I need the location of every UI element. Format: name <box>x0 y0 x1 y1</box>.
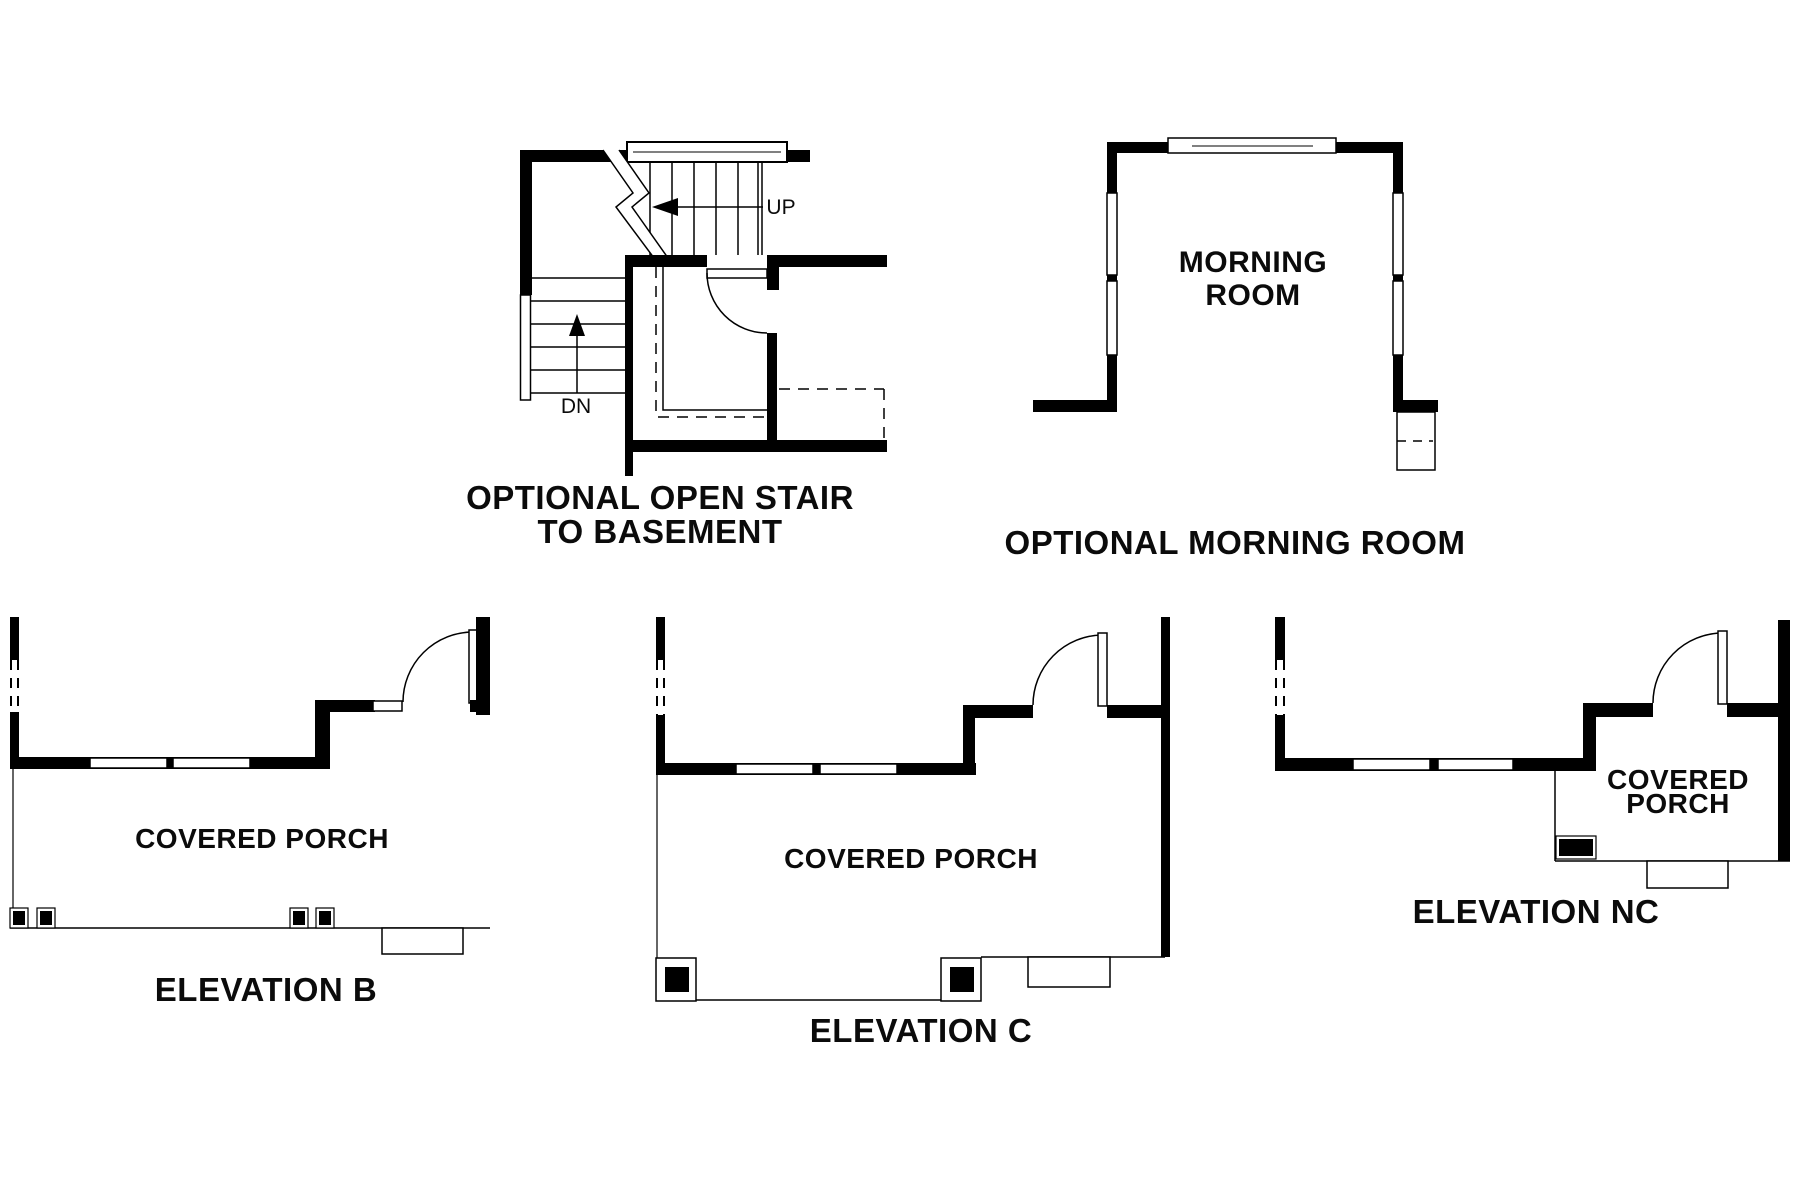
door-leaf <box>1097 632 1108 707</box>
wall-segment <box>1107 705 1170 718</box>
morning-room-label-line2: ROOM <box>1205 279 1301 312</box>
porch-posts <box>655 957 982 1002</box>
wall-segment <box>1393 400 1438 412</box>
break-line <box>602 149 655 259</box>
window <box>735 763 814 775</box>
stair-opening-edge <box>662 267 767 411</box>
wall-segment <box>963 707 975 775</box>
window <box>1437 758 1514 771</box>
wall-segment <box>656 617 665 660</box>
wall-segment <box>1033 400 1117 412</box>
wall-segment <box>315 700 375 712</box>
up-arrow-icon <box>652 198 678 216</box>
window <box>1352 758 1431 771</box>
wall-segment <box>520 150 532 295</box>
wall-segment <box>767 255 779 290</box>
window <box>1392 280 1404 356</box>
porch-posts <box>9 907 335 929</box>
window <box>1106 192 1118 276</box>
wall-segment <box>10 617 19 660</box>
wall-segment <box>1107 355 1117 412</box>
break-line <box>618 149 669 259</box>
elevation-c-caption: ELEVATION C <box>809 1012 1033 1049</box>
door-leaf <box>706 268 768 279</box>
wall-segment <box>656 763 976 775</box>
window <box>172 757 251 769</box>
wall-segment <box>625 255 707 267</box>
window <box>1392 192 1404 276</box>
door-swing-arc <box>706 272 768 334</box>
open-stair-plan <box>519 141 887 476</box>
morning-room-label-line1: MORNING <box>1178 246 1328 279</box>
elevation-nc-caption: ELEVATION NC <box>1412 893 1660 930</box>
wall-segment <box>1107 275 1117 281</box>
morning-room-caption: OPTIONAL MORNING ROOM <box>1004 524 1466 561</box>
wall-segment <box>10 757 330 769</box>
wall-segment <box>1393 142 1403 193</box>
open-stair-caption-line1: OPTIONAL OPEN STAIR <box>466 479 854 516</box>
wall-segment <box>767 255 887 267</box>
morning-room-plan <box>1033 137 1438 471</box>
wall-segment <box>1107 142 1117 193</box>
elevation-c-porch-label: COVERED PORCH <box>784 843 1038 874</box>
window <box>372 700 403 712</box>
door-swing-arc <box>402 631 474 703</box>
elevation-b-plan <box>9 617 490 955</box>
elevation-nc-plan <box>1275 617 1790 889</box>
wall-segment <box>1583 703 1596 771</box>
wall-segment <box>625 440 887 452</box>
wall-segment <box>1393 275 1403 281</box>
wall-segment <box>476 617 490 715</box>
wall-segment <box>1275 715 1285 760</box>
window <box>819 763 898 775</box>
open-stair-caption-line2: TO BASEMENT <box>537 513 783 550</box>
wall-segment <box>1275 617 1285 660</box>
stair-rail <box>519 294 532 401</box>
post-marker <box>1559 839 1593 856</box>
elevation-nc-porch-label-line2: PORCH <box>1626 788 1730 819</box>
door-swing-arc <box>1032 634 1103 706</box>
elevation-nc-porch-label-line1: COVERED <box>1607 764 1749 795</box>
wall-segment <box>625 255 633 476</box>
up-label: UP <box>766 196 796 219</box>
wall-segment <box>767 333 777 452</box>
wall-segment <box>656 715 665 765</box>
window <box>89 757 168 769</box>
wall-segment <box>10 712 19 759</box>
stair-opening-dashed-edge <box>655 267 770 418</box>
elevation-b-caption: ELEVATION B <box>154 971 378 1008</box>
dn-label: DN <box>560 395 592 418</box>
wall-segment <box>1161 617 1170 957</box>
wall-segment <box>1778 620 1790 861</box>
wall-segment <box>1393 355 1403 412</box>
porch-step <box>1027 956 1111 988</box>
door-leaf <box>1717 630 1728 705</box>
door-swing-arc <box>1652 632 1723 704</box>
wall-segment <box>1583 703 1653 717</box>
porch-step <box>381 927 464 955</box>
window <box>1106 280 1118 356</box>
elevation-c-plan <box>655 617 1170 1002</box>
wall-segment <box>1275 758 1596 771</box>
wall-segment <box>963 705 1033 718</box>
elevation-b-porch-label: COVERED PORCH <box>135 823 389 854</box>
wall-segment <box>315 702 330 762</box>
wall-segment <box>1727 703 1790 717</box>
porch-step <box>1646 860 1729 889</box>
dn-arrow-icon <box>569 314 585 336</box>
